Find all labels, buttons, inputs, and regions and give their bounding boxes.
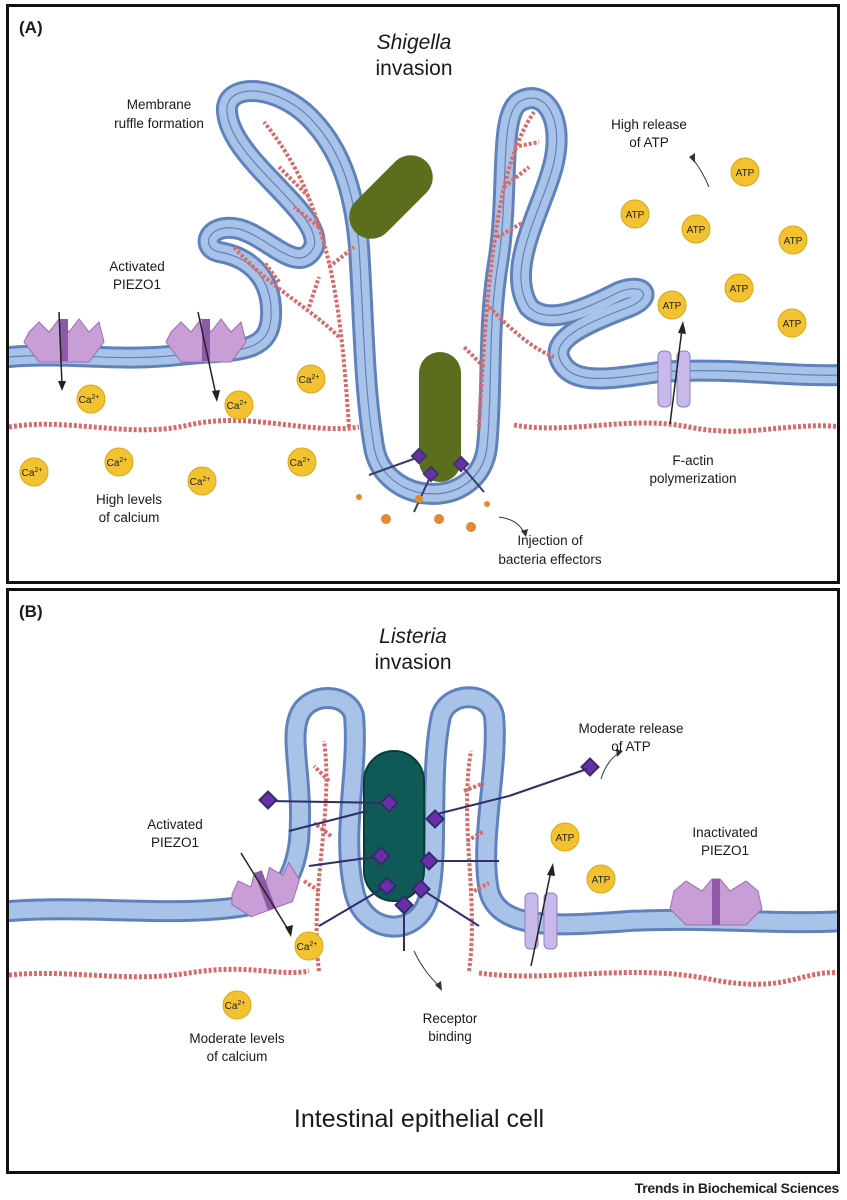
piezo-label-line2: PIEZO1 bbox=[113, 277, 161, 292]
panel-b-diagram: Ca2+ Ca2+ ATP ATP (B) Listeria invasion … bbox=[9, 602, 837, 1133]
panel-a-diagram: Ca2+ Ca2+ Ca2+ Ca2+ Ca2+ Ca2+ Ca2+ ATP A… bbox=[9, 18, 837, 567]
atp-molecules bbox=[620, 157, 808, 338]
svg-text:Ca2+: Ca2+ bbox=[299, 374, 320, 386]
receptor-label-line2: binding bbox=[428, 1029, 472, 1044]
atp-label: ATP bbox=[736, 168, 755, 179]
ca-charge: 2+ bbox=[311, 374, 319, 381]
atp-label: ATP bbox=[592, 875, 611, 886]
calcium-label-line1: High levels bbox=[96, 492, 162, 507]
svg-text:Ca2+: Ca2+ bbox=[290, 457, 311, 469]
svg-text:Ca2+: Ca2+ bbox=[190, 476, 211, 488]
panel-title-organism: Listeria bbox=[379, 625, 447, 648]
piezo1-channel bbox=[23, 311, 105, 391]
receptor-label-line1: Receptor bbox=[423, 1011, 478, 1026]
ca-label: Ca bbox=[225, 1001, 238, 1012]
ca-label: Ca bbox=[107, 458, 120, 469]
atp-label: ATP bbox=[784, 236, 803, 247]
ruffle-label-line1: Membrane bbox=[127, 97, 192, 112]
piezo1-channel bbox=[165, 311, 247, 402]
ca-label: Ca bbox=[290, 458, 303, 469]
piezo-active-label-line1: Activated bbox=[147, 817, 203, 832]
ca-label: Ca bbox=[190, 477, 203, 488]
svg-text:Ca2+: Ca2+ bbox=[22, 467, 43, 479]
ca-charge: 2+ bbox=[302, 457, 310, 464]
ca-charge: 2+ bbox=[309, 941, 317, 948]
atp-label: ATP bbox=[730, 284, 749, 295]
atp-label: ATP bbox=[626, 210, 645, 221]
ca-charge: 2+ bbox=[34, 467, 42, 474]
svg-text:Ca2+: Ca2+ bbox=[227, 400, 248, 412]
ruffle-label-line2: ruffle formation bbox=[114, 116, 204, 131]
atp-release-channel bbox=[524, 863, 558, 967]
factin-label-line2: polymerization bbox=[649, 471, 736, 486]
calcium-label-line2: of calcium bbox=[207, 1049, 268, 1064]
factin-label-line1: F-actin bbox=[672, 453, 713, 468]
ca-label: Ca bbox=[79, 395, 92, 406]
ca-label: Ca bbox=[227, 401, 240, 412]
atp-release-arrow bbox=[692, 158, 710, 188]
atp-release-label-line2: of ATP bbox=[611, 739, 651, 754]
cortical-actin bbox=[478, 970, 837, 987]
cortical-actin bbox=[513, 420, 837, 434]
panel-tag: (A) bbox=[19, 18, 43, 37]
journal-credit: Trends in Biochemical Sciences bbox=[634, 1180, 840, 1196]
bacteria-effectors bbox=[356, 494, 490, 532]
piezo1-channel-inactivated bbox=[669, 878, 763, 926]
svg-text:Ca2+: Ca2+ bbox=[79, 394, 100, 406]
calcium-label-line2: of calcium bbox=[99, 510, 160, 525]
ca-charge: 2+ bbox=[202, 476, 210, 483]
atp-label: ATP bbox=[556, 833, 575, 844]
atp-release-arrow bbox=[600, 752, 620, 780]
svg-text:Ca2+: Ca2+ bbox=[225, 1000, 246, 1012]
panel-tag: (B) bbox=[19, 602, 43, 621]
svg-text:Ca2+: Ca2+ bbox=[297, 941, 318, 953]
piezo-inactive-label-line1: Inactivated bbox=[692, 825, 757, 840]
panel-title-organism: Shigella bbox=[377, 31, 452, 54]
listeria-bacterium bbox=[363, 750, 425, 902]
atp-release-label-line2: of ATP bbox=[629, 135, 669, 150]
atp-release-label-line1: High release bbox=[611, 117, 687, 132]
svg-text:Ca2+: Ca2+ bbox=[107, 457, 128, 469]
ca-charge: 2+ bbox=[119, 457, 127, 464]
effector-label-line1: Injection of bbox=[517, 533, 583, 548]
calcium-ions bbox=[222, 931, 324, 1020]
panel-title-process: invasion bbox=[374, 651, 451, 674]
panel-title-process: invasion bbox=[375, 57, 452, 80]
shigella-bacterium-invading bbox=[419, 352, 461, 482]
secretion-needles bbox=[368, 447, 485, 513]
actin-filaments bbox=[232, 110, 555, 428]
shigella-bacterium-outside bbox=[349, 155, 433, 239]
ca-label: Ca bbox=[22, 468, 35, 479]
cell-label: Intestinal epithelial cell bbox=[294, 1105, 544, 1133]
atp-release-label-line1: Moderate release bbox=[578, 721, 683, 736]
calcium-ions bbox=[19, 364, 326, 496]
ca-label: Ca bbox=[299, 375, 312, 386]
atp-release-channel bbox=[657, 321, 691, 425]
ca-charge: 2+ bbox=[91, 394, 99, 401]
cortical-actin bbox=[9, 418, 360, 433]
piezo-inactive-label-line2: PIEZO1 bbox=[701, 843, 749, 858]
ca-label: Ca bbox=[297, 942, 310, 953]
ca-charge: 2+ bbox=[239, 400, 247, 407]
receptor-arrow bbox=[413, 950, 440, 987]
atp-label: ATP bbox=[783, 319, 802, 330]
panel-b: Ca2+ Ca2+ ATP ATP (B) Listeria invasion … bbox=[6, 588, 840, 1174]
effector-label-line2: bacteria effectors bbox=[498, 552, 602, 567]
atp-label: ATP bbox=[687, 225, 706, 236]
atp-label: ATP bbox=[663, 301, 682, 312]
piezo-active-label-line2: PIEZO1 bbox=[151, 835, 199, 850]
calcium-label-line1: Moderate levels bbox=[189, 1031, 285, 1046]
panel-a: Ca2+ Ca2+ Ca2+ Ca2+ Ca2+ Ca2+ Ca2+ ATP A… bbox=[6, 4, 840, 584]
surface-receptors bbox=[258, 757, 600, 951]
piezo-label-line1: Activated bbox=[109, 259, 165, 274]
cortical-actin bbox=[9, 966, 310, 980]
ca-charge: 2+ bbox=[237, 1000, 245, 1007]
atp-molecules bbox=[550, 822, 616, 894]
